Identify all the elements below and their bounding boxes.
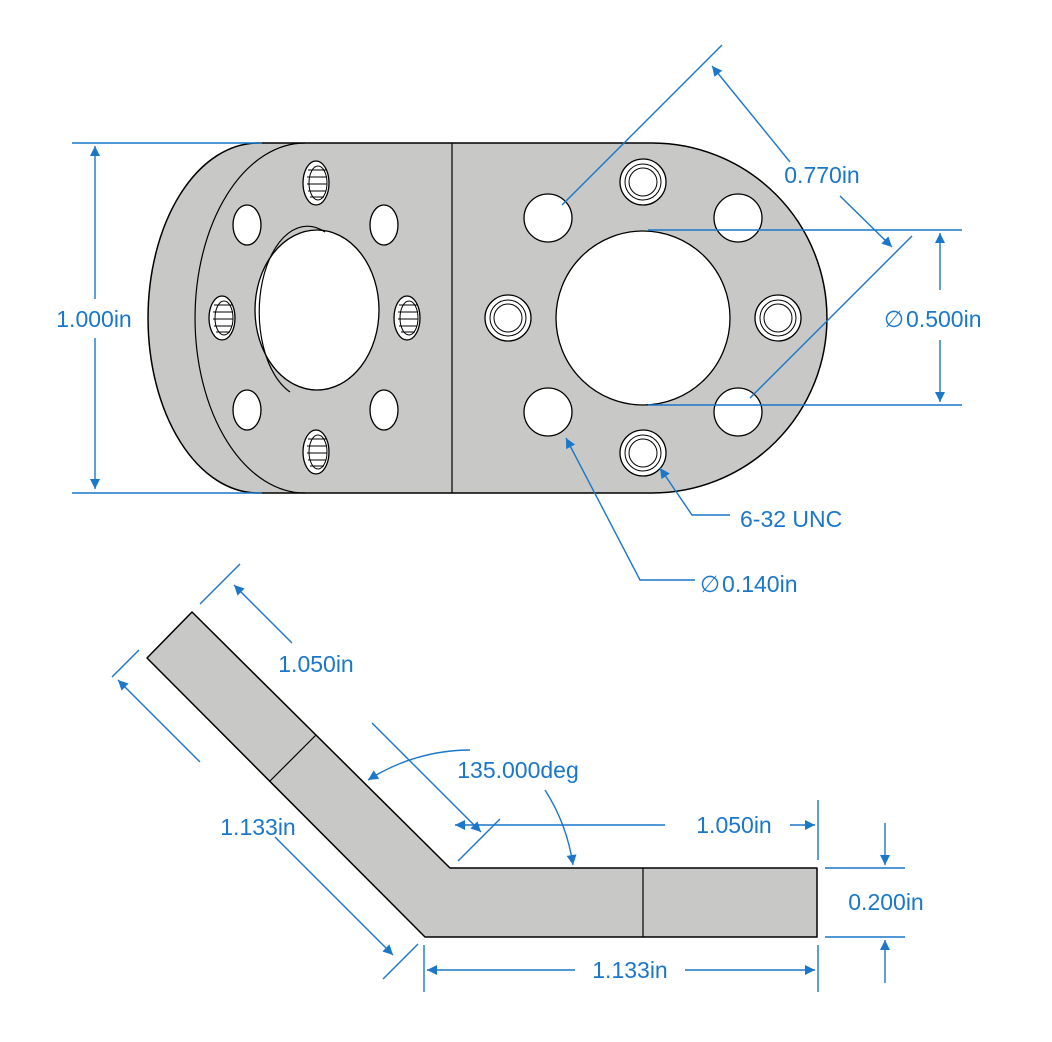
left-hole-3 [232,389,262,431]
flange-length-extension-2 [457,818,501,862]
side-view-dimensions: 1.050in 1.133in 135.000deg 1.050in 0.200… [111,563,924,992]
flange-length-dimension-line-1 [233,584,293,644]
top-view-dimensions: 1.000in 0.770in ∅0.500in 6-32 UNC ∅0.140… [56,44,982,597]
left-face-rim [194,142,306,494]
left-bore [254,229,380,391]
side-flange-seam [269,734,317,782]
side-view-body [146,611,818,938]
spacing-dimension-line-2 [839,195,893,248]
side-view [146,611,818,938]
thread-leader [659,467,730,516]
left-threaded-hole-right [393,295,421,341]
right-threaded-hole-bottom [619,429,667,477]
base-outer-label: 1.133in [592,957,667,983]
angle-arc-2 [544,789,577,866]
right-bore [555,230,731,406]
left-hole-2 [369,204,399,246]
flange-outer-dimension-line-2 [274,836,394,956]
flange-outer-extension-2 [382,943,419,980]
top-view [147,142,828,494]
bore-label: ∅0.500in [884,306,982,332]
right-hole-1 [523,193,573,243]
left-threaded-hole-bottom [302,429,330,475]
small-hole-label: ∅0.140in [700,571,798,597]
thickness-label: 0.200in [848,889,923,915]
left-hole-1 [232,204,262,246]
right-hole-2 [713,193,763,243]
base-length-label: 1.050in [696,812,771,838]
flange-outer-extension-1 [111,649,140,678]
thread-label: 6-32 UNC [740,506,842,532]
flange-length-dimension-line-2 [371,722,482,833]
left-threaded-hole-top [302,160,330,206]
right-threaded-hole-top [619,158,667,206]
right-threaded-hole-left [484,294,532,342]
flange-outer-label: 1.133in [220,814,295,840]
spacing-extension-2 [749,235,913,399]
angle-label: 135.000deg [457,757,579,783]
spacing-label: 0.770in [784,162,859,188]
left-bore-inner-edge [258,225,326,393]
height-label: 1.000in [56,306,131,332]
left-threaded-hole-left [208,295,236,341]
diameter-symbol: ∅ [884,306,904,332]
flange-length-extension-1 [199,563,241,605]
spacing-dimension-line-1 [711,65,791,163]
angle-arc-1 [367,749,471,781]
spacing-extension-1 [561,44,723,206]
left-hole-4 [369,389,399,431]
right-threaded-hole-right [754,294,802,342]
right-hole-4 [713,387,763,437]
diameter-symbol-2: ∅ [700,571,720,597]
flange-outer-dimension-line-1 [117,679,201,763]
small-hole-leader [565,437,695,581]
flange-length-label: 1.050in [278,651,353,677]
right-hole-3 [523,387,573,437]
